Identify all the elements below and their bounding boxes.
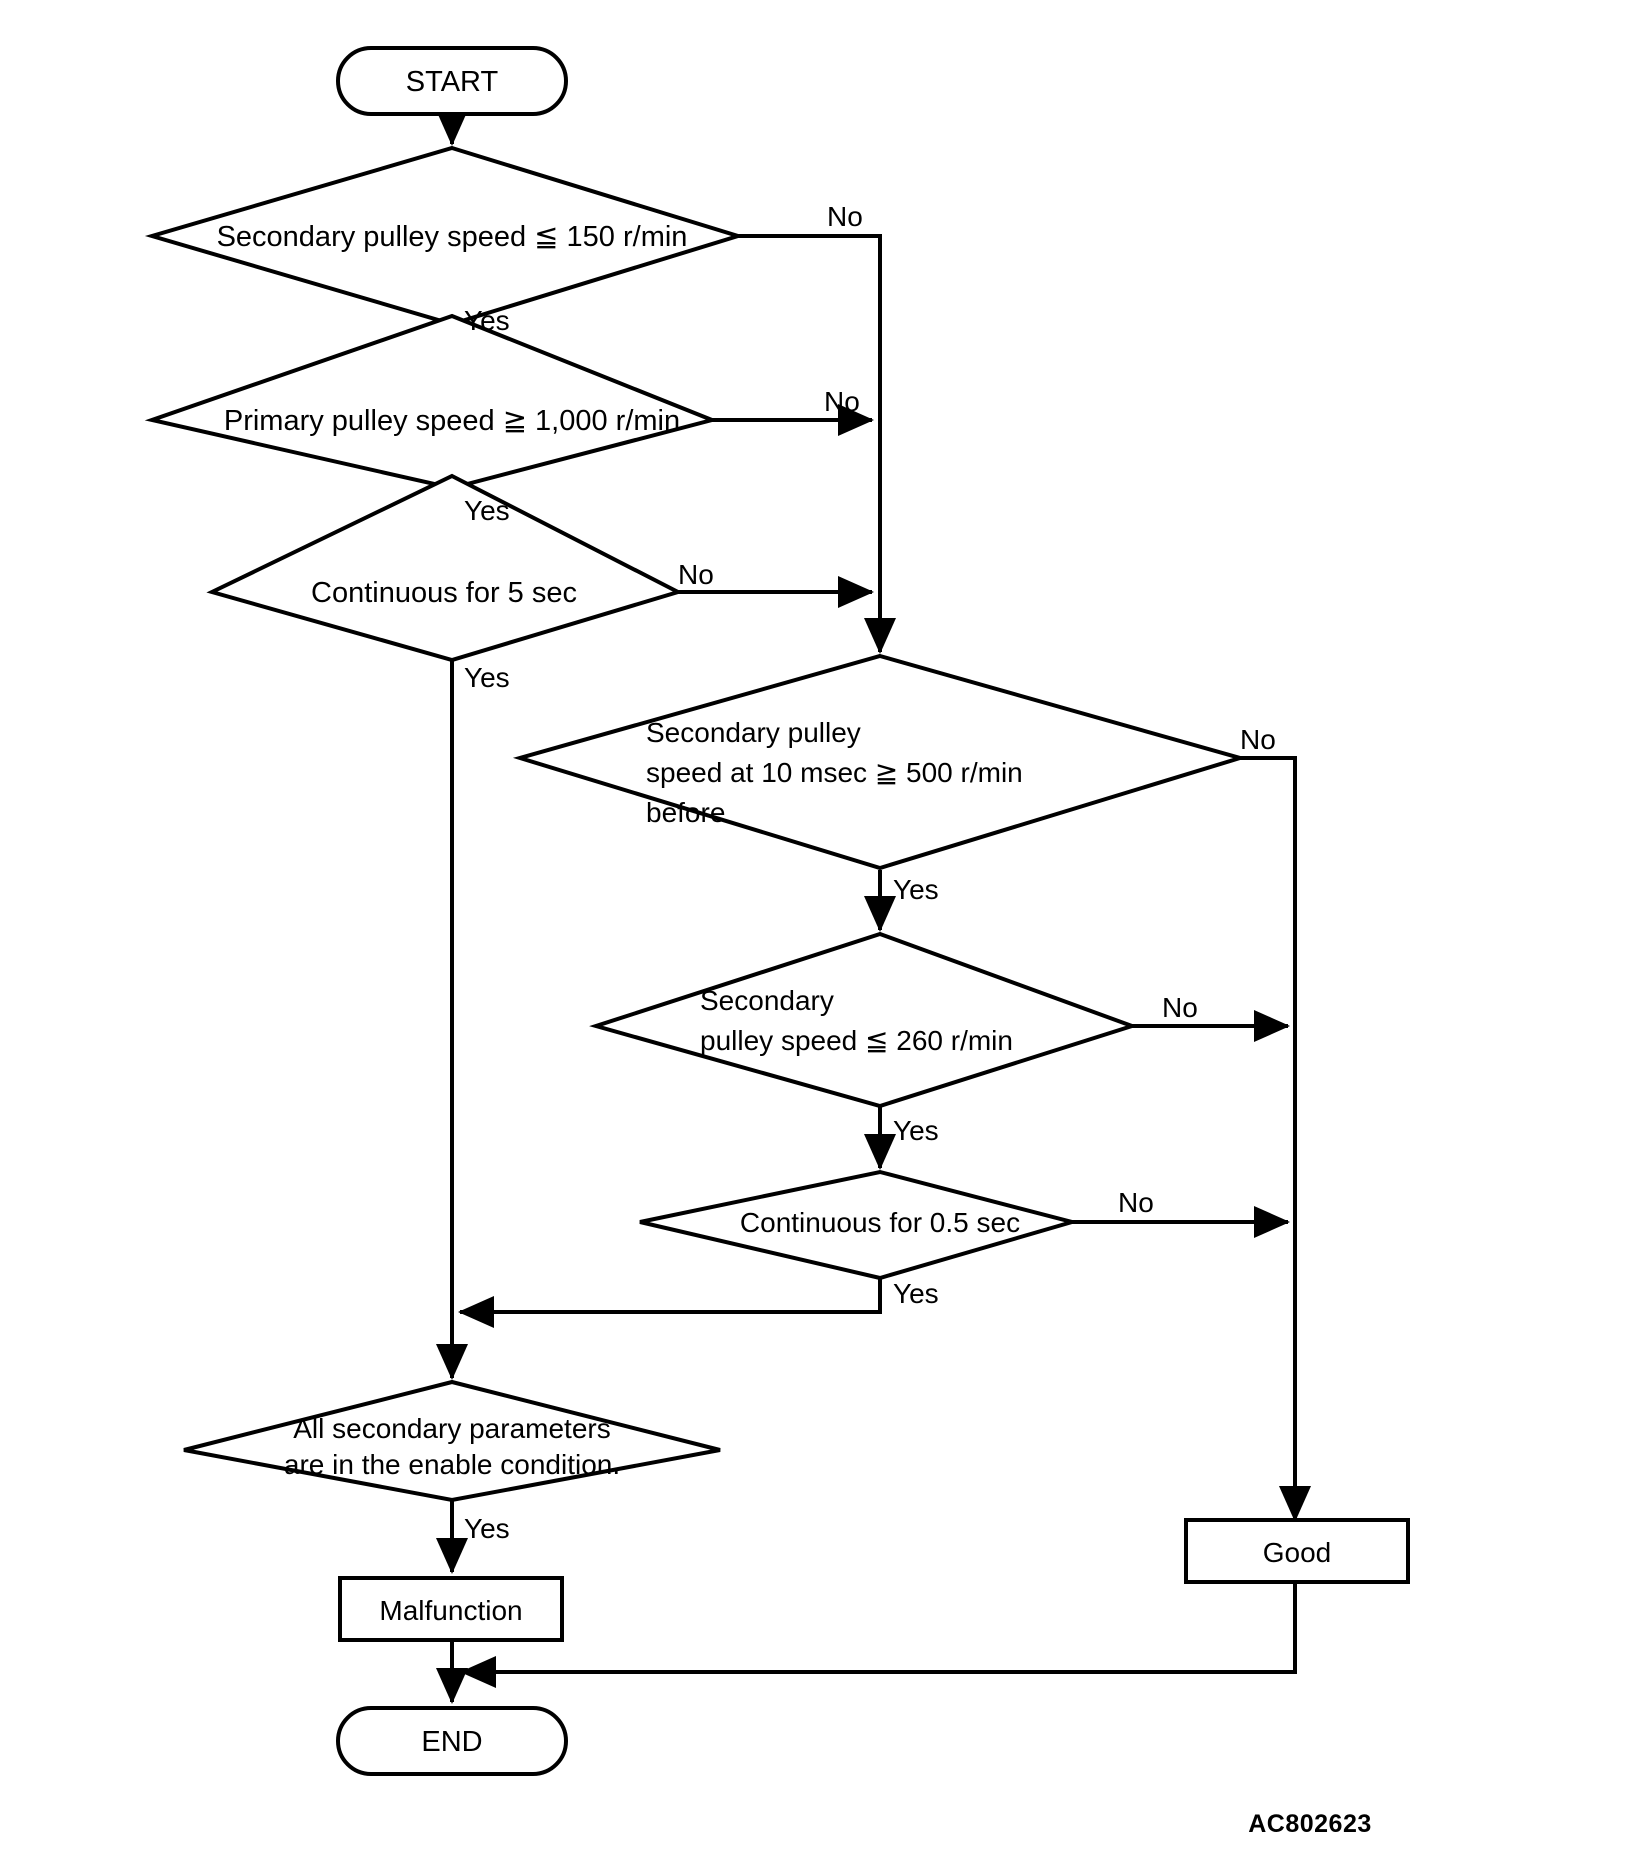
node-d3-label: Continuous for 5 sec <box>311 577 577 609</box>
branch-label-d3-no: No <box>678 559 714 590</box>
node-d1-label: Secondary pulley speed ≦ 150 r/min <box>217 221 688 253</box>
node-decision-continuous-05-sec[interactable]: Continuous for 0.5 sec <box>639 1169 1080 1281</box>
node-end-label: END <box>421 1726 482 1758</box>
branch-label-d1-no: No <box>827 201 863 232</box>
figure-caption: AC802623 <box>1248 1810 1372 1838</box>
connector-d4-no <box>1240 756 1311 1522</box>
node-end[interactable]: END <box>336 1706 568 1776</box>
node-d4-line3: before <box>646 797 725 828</box>
branch-label-d6-yes: Yes <box>893 1278 939 1309</box>
branch-label-d6-no: No <box>1118 1187 1154 1218</box>
node-malfunction-label: Malfunction <box>379 1595 522 1626</box>
connector-good-to-end-line <box>460 1578 1297 1688</box>
branch-label-d5-no: No <box>1162 992 1198 1023</box>
node-decision-secondary-pulley-speed-150[interactable]: Secondary pulley speed ≦ 150 r/min <box>144 145 745 327</box>
node-d7-line2: are in the enable condition. <box>284 1449 620 1480</box>
node-decision-continuous-5-sec[interactable]: Continuous for 5 sec <box>206 473 684 663</box>
branch-label-d2-yes: Yes <box>464 495 510 526</box>
branch-label-d3-yes: Yes <box>464 662 510 693</box>
branch-label-d2-no: No <box>824 386 860 417</box>
branch-label-d5-yes: Yes <box>893 1115 939 1146</box>
node-decision-primary-pulley-speed-1000[interactable]: Primary pulley speed ≧ 1,000 r/min <box>144 313 719 491</box>
node-good[interactable]: Good <box>1184 1518 1410 1584</box>
node-d7-line1: All secondary parameters <box>293 1413 610 1444</box>
node-start-label: START <box>406 66 499 98</box>
branch-label-d1-yes: Yes <box>464 305 510 336</box>
branch-label-d7-yes: Yes <box>464 1513 510 1544</box>
node-good-label: Good <box>1263 1537 1332 1568</box>
branch-label-d4-no: No <box>1240 724 1276 755</box>
node-d6-label: Continuous for 0.5 sec <box>740 1207 1020 1238</box>
node-d5-line2: pulley speed ≦ 260 r/min <box>700 1025 1013 1056</box>
node-d2-label: Primary pulley speed ≧ 1,000 r/min <box>224 405 680 437</box>
node-decision-secondary-speed-10msec-500[interactable]: Secondary pulley speed at 10 msec ≧ 500 … <box>512 653 1248 871</box>
branch-label-d4-yes: Yes <box>893 874 939 905</box>
node-d5-line1: Secondary <box>700 985 834 1016</box>
node-d4-line2: speed at 10 msec ≧ 500 r/min <box>646 757 1023 788</box>
node-decision-all-secondary-parameters[interactable]: All secondary parameters are in the enab… <box>183 1379 721 1503</box>
node-start[interactable]: START <box>336 46 568 116</box>
node-decision-secondary-pulley-speed-260[interactable]: Secondary pulley speed ≦ 260 r/min <box>589 931 1139 1109</box>
connector-d1-no <box>738 234 896 654</box>
node-malfunction[interactable]: Malfunction <box>338 1576 564 1642</box>
node-d4-line1: Secondary pulley <box>646 717 861 748</box>
connector-d6-yes <box>458 1276 882 1328</box>
